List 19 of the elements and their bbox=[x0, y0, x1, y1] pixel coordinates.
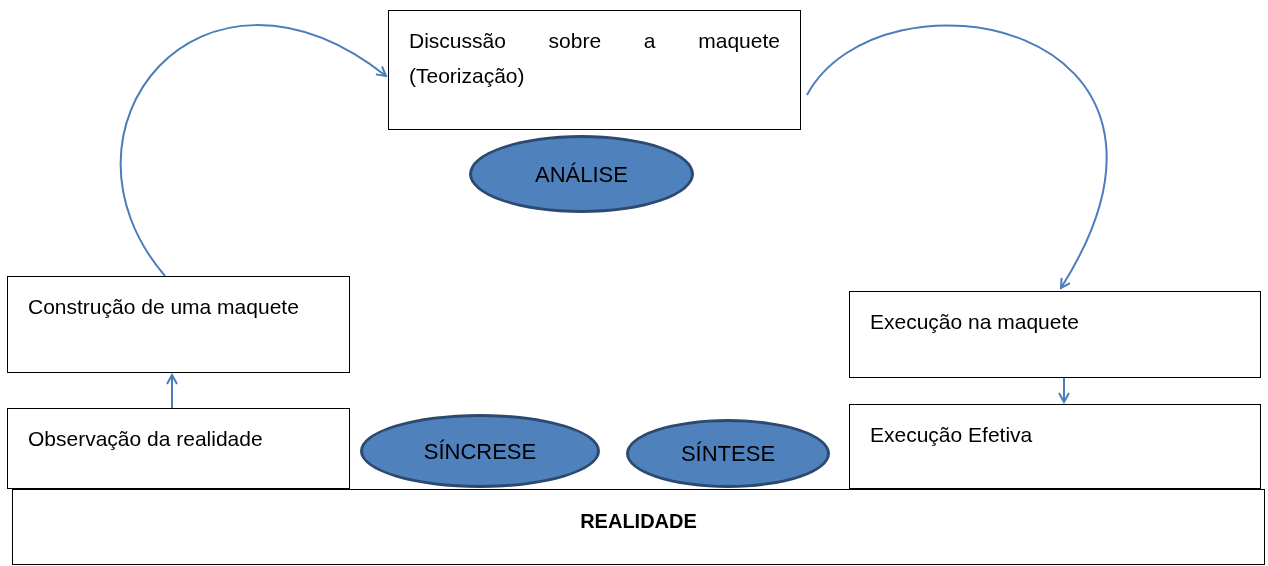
process-box bbox=[849, 404, 1261, 489]
stage-label: SÍNCRESE bbox=[423, 437, 537, 466]
reality-band bbox=[12, 489, 1265, 565]
process-box bbox=[849, 291, 1261, 378]
process-box bbox=[7, 408, 350, 489]
process-box bbox=[7, 276, 350, 373]
box-text: Execução na maquete bbox=[870, 309, 1080, 335]
curved-arrow bbox=[806, 24, 1107, 289]
band-title: REALIDADE bbox=[580, 509, 697, 534]
box-text: Discussão sobre a maquete (Teorização) bbox=[409, 28, 780, 89]
curved-arrow bbox=[1058, 377, 1070, 403]
curved-arrow bbox=[119, 24, 387, 277]
box-text: Execução Efetiva bbox=[870, 422, 1034, 448]
curved-arrow bbox=[166, 374, 178, 409]
process-box bbox=[388, 10, 801, 130]
box-text: Observação da realidade bbox=[28, 426, 264, 452]
stage-label: SÍNTESE bbox=[680, 440, 776, 468]
box-text: Construção de uma maquete bbox=[28, 294, 300, 320]
stage-label: ANÁLISE bbox=[535, 160, 628, 189]
